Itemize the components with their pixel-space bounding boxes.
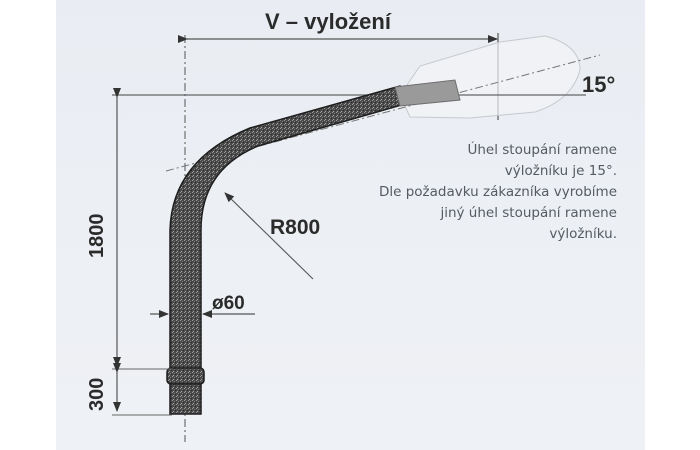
height-label: 1800 [86, 214, 108, 259]
diameter-label: ø60 [212, 293, 245, 314]
note-line: výložníku. [549, 226, 617, 242]
angle-reference-line [165, 54, 601, 172]
angle-note: Úhel stoupání ramene výložníku je 15°. D… [330, 140, 617, 245]
radius-label: R800 [270, 216, 320, 239]
base-sleeve [169, 383, 202, 415]
note-line: Dle požadavku zákazníka vyrobíme [378, 184, 617, 200]
base-height-label: 300 [86, 378, 108, 411]
lamp-luminaire-outline [399, 35, 581, 119]
base-sleeve-collar [166, 367, 205, 385]
lamp-spigot [394, 79, 461, 107]
radius-leader-line [224, 192, 314, 280]
note-line: jiný úhel stoupání ramene [440, 205, 617, 221]
overhang-label: V – vyložení [265, 9, 392, 34]
angle-label: 15° [582, 72, 615, 97]
note-line: výložníku je 15°. [504, 163, 617, 179]
note-line: Úhel stoupání ramene [467, 142, 617, 158]
